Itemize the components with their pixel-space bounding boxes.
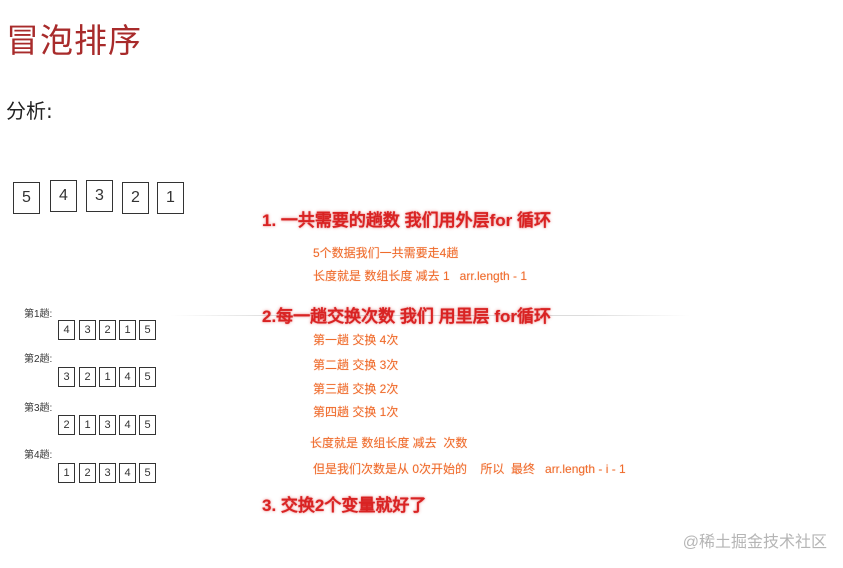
round-array-item: 4 — [58, 320, 75, 340]
analysis-label: 分析: — [6, 99, 53, 123]
round-array-item: 5 — [139, 320, 156, 340]
note-line: 第一趟 交换 4次 — [313, 333, 399, 347]
round-array-item: 2 — [79, 463, 96, 483]
round-label: 第2趟: — [24, 354, 53, 365]
divider-line — [170, 315, 690, 316]
round-array-item: 3 — [99, 415, 116, 435]
heading-inner-loop: 2.每一趟交换次数 我们 用里层 for循环 — [262, 307, 552, 326]
round-array-item: 4 — [119, 463, 136, 483]
initial-array-item: 4 — [50, 180, 77, 212]
round-array-item: 1 — [99, 367, 116, 387]
initial-array-item: 3 — [86, 180, 113, 212]
round-label: 第3趟: — [24, 403, 53, 414]
note-line: 但是我们次数是从 0次开始的 所以 最终 arr.length - i - 1 — [313, 462, 626, 476]
initial-array-item: 1 — [157, 182, 184, 214]
note-line: 第二趟 交换 3次 — [313, 358, 399, 372]
round-array-item: 1 — [58, 463, 75, 483]
round-array-item: 5 — [139, 415, 156, 435]
round-array-item: 2 — [58, 415, 75, 435]
round-array-item: 4 — [119, 367, 136, 387]
page-title: 冒泡排序 — [6, 21, 142, 60]
round-array-item: 3 — [99, 463, 116, 483]
note-line: 长度就是 数组长度 减去 次数 — [310, 436, 468, 450]
round-array-item: 5 — [139, 463, 156, 483]
round-array-item: 2 — [99, 320, 116, 340]
watermark: @稀土掘金技术社区 — [682, 534, 827, 551]
round-label: 第1趟: — [24, 309, 53, 320]
note-line: 5个数据我们一共需要走4趟 — [313, 246, 459, 260]
round-array-item: 3 — [58, 367, 75, 387]
round-array-item: 3 — [79, 320, 96, 340]
round-array-item: 2 — [79, 367, 96, 387]
round-array-item: 5 — [139, 367, 156, 387]
heading-outer-loop: 1. 一共需要的趟数 我们用外层for 循环 — [262, 211, 552, 230]
note-line: 第四趟 交换 1次 — [313, 405, 399, 419]
round-array-item: 1 — [79, 415, 96, 435]
round-array-item: 1 — [119, 320, 136, 340]
round-label: 第4趟: — [24, 450, 53, 461]
initial-array-item: 2 — [122, 182, 149, 214]
initial-array-item: 5 — [13, 182, 40, 214]
note-line: 长度就是 数组长度 减去 1 arr.length - 1 — [313, 269, 528, 283]
note-line: 第三趟 交换 2次 — [313, 382, 399, 396]
round-array-item: 4 — [119, 415, 136, 435]
heading-swap: 3. 交换2个变量就好了 — [262, 496, 427, 515]
